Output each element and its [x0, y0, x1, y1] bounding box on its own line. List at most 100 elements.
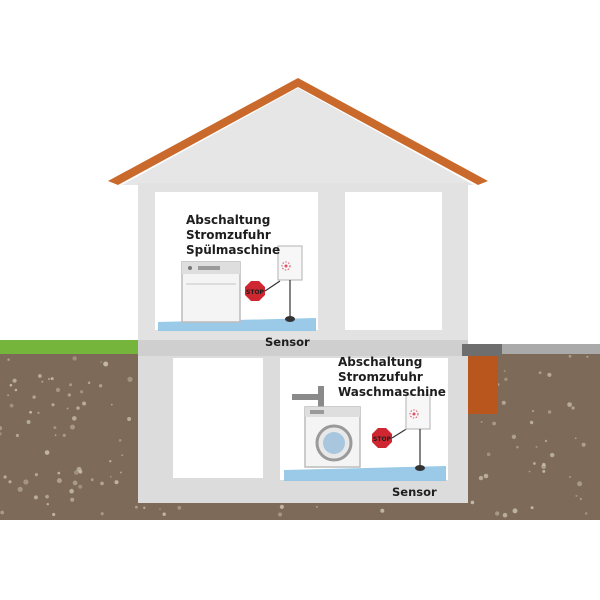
pebble [98, 384, 103, 388]
pebble [135, 505, 138, 509]
pebble [278, 512, 283, 517]
pebble [70, 497, 75, 502]
sensor-upper [285, 316, 295, 322]
pebble [121, 454, 124, 457]
pebble [535, 445, 538, 448]
pebble [29, 410, 32, 414]
pebble [7, 394, 10, 397]
pebble [8, 480, 12, 484]
sensor-label-upper: Sensor [265, 335, 310, 349]
pebble [82, 401, 87, 406]
shutoff-box-icon [405, 394, 431, 430]
pebble [7, 358, 10, 361]
pebble [72, 356, 77, 361]
pebble [78, 484, 83, 489]
pebble [511, 434, 517, 439]
pebble [531, 409, 535, 413]
stop-sign-icon: STOP [245, 281, 265, 301]
upper-title-line-2: Stromzufuhr [186, 228, 271, 242]
pebble [579, 497, 583, 501]
pebble [503, 370, 506, 372]
pebble [528, 470, 531, 473]
pebble [46, 503, 49, 506]
pebble [470, 500, 475, 505]
pebble [47, 377, 51, 381]
pebble [119, 471, 122, 474]
pebble [57, 471, 61, 475]
pebble [110, 475, 112, 478]
pebble [100, 481, 104, 486]
pebble [53, 426, 57, 430]
pebble [114, 480, 119, 485]
pebble [380, 508, 385, 513]
pebble [34, 473, 39, 477]
pebble [14, 388, 18, 392]
pebble [9, 403, 14, 408]
grass-strip [0, 340, 140, 354]
pebble [550, 452, 555, 458]
pebble [33, 495, 38, 500]
pebble [530, 506, 534, 510]
pebble [17, 486, 23, 492]
pebble [72, 416, 77, 421]
pebble [486, 452, 491, 457]
pebble [529, 420, 534, 425]
pebble [567, 402, 572, 407]
pebble [12, 378, 17, 383]
pebble [72, 480, 78, 486]
pebble [538, 371, 542, 375]
pebble [26, 420, 31, 424]
cable-upper [264, 280, 281, 292]
pebble [3, 475, 7, 479]
upper-title-line-1: Abschaltung [186, 213, 270, 227]
stop-label-lower: STOP [373, 436, 392, 443]
upper-title-line-3: Spülmaschine [186, 243, 280, 257]
pebble [501, 400, 506, 405]
pebble [480, 420, 483, 423]
pebble [512, 508, 518, 514]
pebble [118, 439, 122, 442]
pebble [37, 411, 40, 415]
lower-title-line-3: Waschmaschine [338, 385, 446, 399]
pebble [76, 466, 82, 472]
pebble [50, 377, 54, 381]
roof-gable [122, 88, 474, 185]
pebble [0, 510, 5, 515]
pebble [109, 460, 112, 463]
pebble [55, 387, 61, 393]
pebble [177, 505, 182, 510]
pebble [516, 445, 519, 449]
pebble [143, 506, 146, 509]
pebble [495, 511, 500, 516]
pebble [110, 403, 113, 406]
floor-slab [138, 340, 468, 356]
pebble [577, 481, 583, 487]
pebble [547, 372, 552, 377]
pebble [569, 476, 572, 478]
pebble [76, 406, 80, 410]
pebble [586, 355, 589, 358]
pebble [279, 504, 284, 509]
pebble [492, 421, 496, 426]
pebble [0, 432, 2, 436]
pebble [483, 473, 489, 479]
pebble [70, 424, 75, 430]
pebble [100, 361, 103, 363]
pebble [38, 374, 42, 378]
pebble [66, 407, 69, 410]
pebble [74, 470, 79, 475]
pebble [159, 508, 161, 510]
pebble [547, 410, 552, 414]
pebble [44, 450, 50, 455]
pebble [502, 512, 508, 518]
pebble [478, 475, 484, 481]
pebble [315, 505, 318, 508]
pebble [23, 479, 29, 485]
pebble [127, 376, 133, 382]
pebble [69, 488, 74, 494]
pebble [56, 478, 62, 484]
pebble [87, 381, 91, 385]
pebble [541, 464, 546, 469]
pebble [45, 494, 49, 499]
pebble [533, 462, 536, 465]
